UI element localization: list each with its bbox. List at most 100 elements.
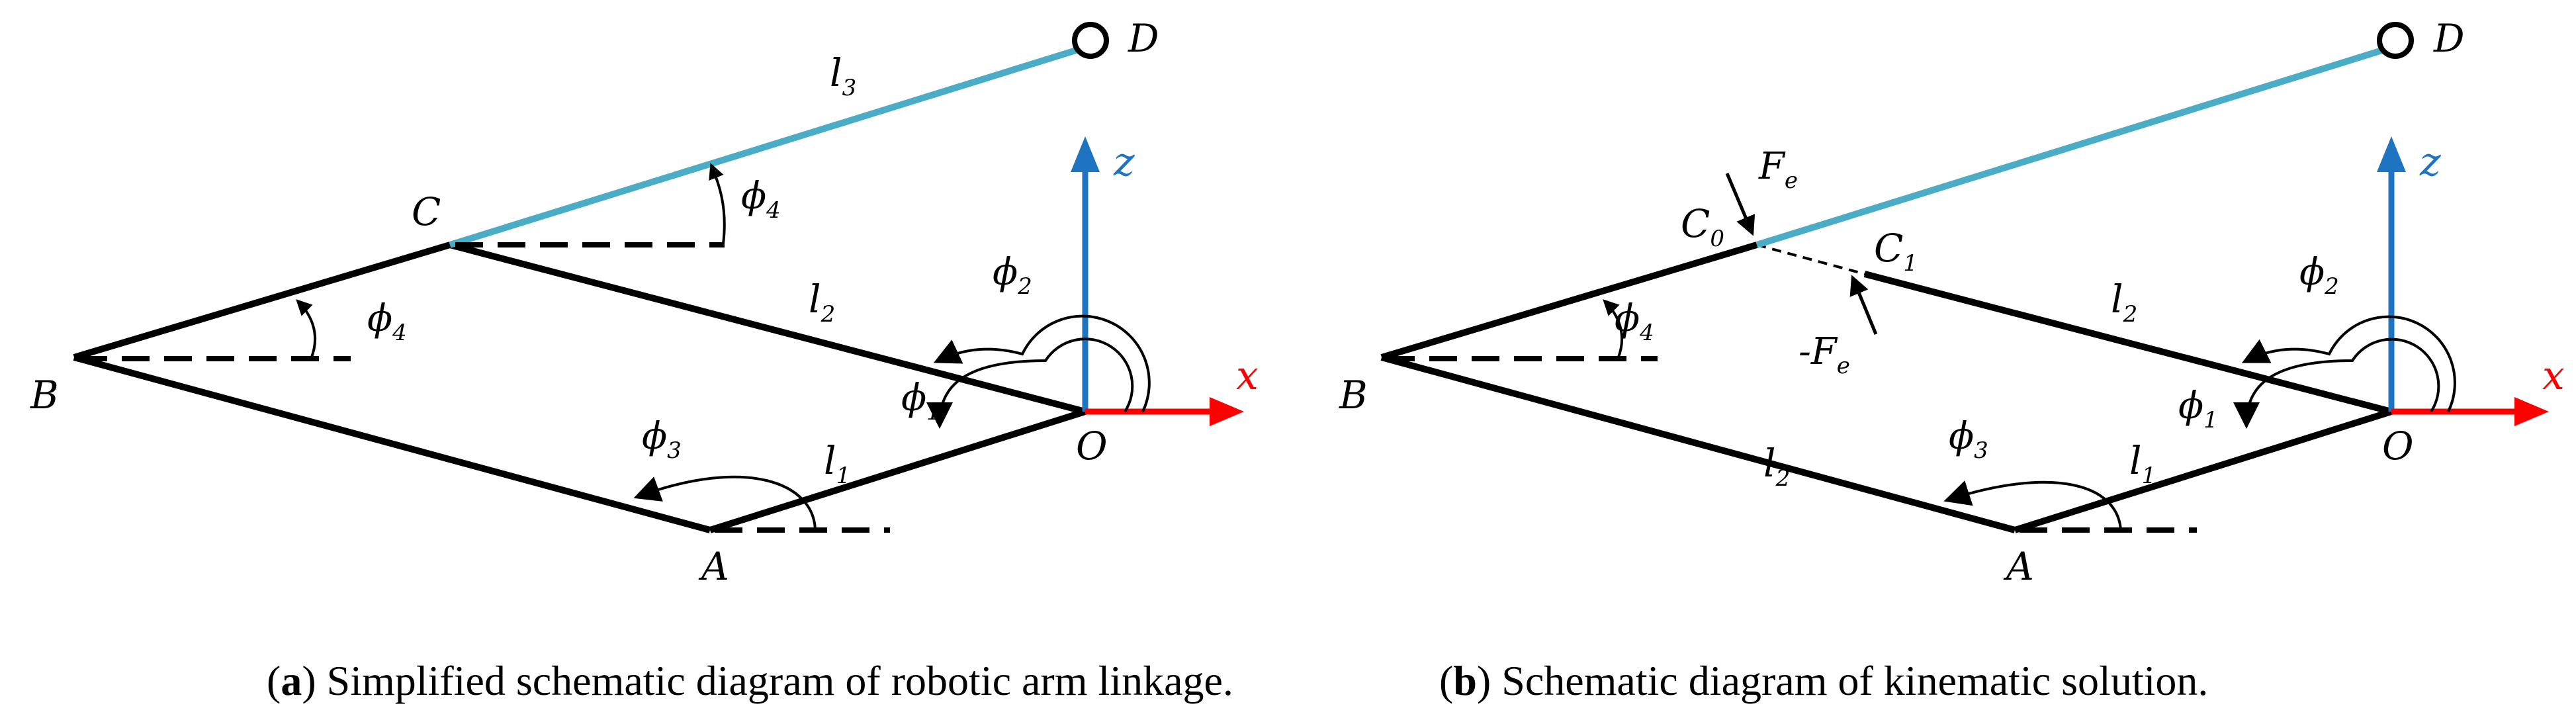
z-axis-arrowhead-b <box>2377 136 2406 172</box>
arc-phi3-b <box>1943 480 2122 531</box>
label-B-b: B <box>1339 373 1368 418</box>
caption-a-text: Simplified schematic diagram of robotic … <box>316 657 1233 704</box>
svg-text:-Fe: -Fe <box>1799 330 1850 379</box>
label-phi3-b-sub: 3 <box>1974 437 1988 464</box>
svg-text:B: B <box>30 373 59 418</box>
arc-phi4-C <box>709 163 726 244</box>
label-phi3-b: ϕ <box>1949 415 1974 458</box>
label-l2-b-lower: l <box>1763 441 1776 486</box>
label-phi4-B-sub: 4 <box>392 320 407 346</box>
svg-text:D: D <box>1128 16 1159 61</box>
caption-a-open: ( <box>267 657 281 704</box>
label-Fe: F <box>1758 145 1786 188</box>
link-l2 <box>449 242 1087 415</box>
svg-text:C: C <box>412 189 441 234</box>
caption-b-text: Schematic diagram of kinematic solution. <box>1491 657 2208 704</box>
arc-phi3 <box>633 475 817 531</box>
svg-text:z: z <box>1113 139 1135 185</box>
svg-text:z: z <box>2419 139 2441 185</box>
svg-text:ϕ4: ϕ4 <box>741 175 781 224</box>
link-B-A <box>73 354 711 533</box>
caption-b-close: ) <box>1477 657 1491 704</box>
label-phi2-sub: 2 <box>1017 273 1032 300</box>
link-C0-C1-dashed <box>1756 244 1865 275</box>
svg-text:x: x <box>1236 353 1259 399</box>
joint-D <box>1072 22 1109 59</box>
svg-text:l1: l1 <box>824 438 850 489</box>
svg-text:l3: l3 <box>830 50 856 101</box>
panel-b: D C0 C1 B A O l2 l2 l1 ϕ2 ϕ1 ϕ3 ϕ4 Fe -F… <box>1339 16 2565 704</box>
label-x-axis-b: x <box>2542 353 2565 399</box>
label-l1-sub: 1 <box>836 463 851 489</box>
svg-text:ϕ2: ϕ2 <box>2299 251 2339 300</box>
label-C0: C <box>1681 201 1710 246</box>
label-O: O <box>1076 424 1108 469</box>
label-phi3: ϕ <box>642 415 667 458</box>
label-A: A <box>698 544 729 589</box>
svg-text:C0: C0 <box>1681 201 1724 252</box>
svg-text:l1: l1 <box>2129 438 2156 489</box>
caption-b-open: ( <box>1439 657 1453 704</box>
label-l2-b-lower-sub: 2 <box>1775 465 1791 492</box>
label-l1-b-sub: 1 <box>2142 463 2156 489</box>
caption-a-letter: a <box>281 657 302 704</box>
svg-text:O: O <box>1076 424 1108 469</box>
svg-text:O: O <box>2382 424 2414 469</box>
svg-text:l2: l2 <box>2111 277 2137 328</box>
link-l1-b <box>2014 408 2393 533</box>
svg-text:C1: C1 <box>1874 226 1918 277</box>
label-z-axis-b: z <box>2419 139 2441 185</box>
svg-text:ϕ4: ϕ4 <box>1615 297 1654 346</box>
caption-b-letter: b <box>1453 657 1477 704</box>
label-l2-b-upper: l <box>2111 277 2123 322</box>
label-phi4-B: ϕ <box>367 297 392 340</box>
svg-text:ϕ4: ϕ4 <box>367 297 407 346</box>
svg-text:B: B <box>1339 373 1368 418</box>
x-axis-arrowhead-b <box>2514 397 2549 426</box>
label-A-b: A <box>2003 544 2034 589</box>
z-axis-arrowhead <box>1071 136 1100 172</box>
label-x-axis: x <box>1236 353 1259 399</box>
link-B-C0 <box>1380 242 1758 361</box>
link-l2-b <box>1863 271 2393 415</box>
arc-phi1-b <box>2233 337 2440 429</box>
svg-text:ϕ1: ϕ1 <box>901 377 941 426</box>
svg-text:ϕ3: ϕ3 <box>642 415 682 464</box>
svg-text:x: x <box>2542 353 2565 399</box>
link-l3 <box>449 45 1084 248</box>
svg-text:l2: l2 <box>1763 441 1790 492</box>
label-phi4-b-sub: 4 <box>1639 320 1654 346</box>
label-l1-b: l <box>2129 438 2142 483</box>
svg-text:D: D <box>2433 16 2465 61</box>
label-phi2-b-sub: 2 <box>2324 273 2339 300</box>
label-phi2: ϕ <box>993 251 1018 294</box>
label-l3: l <box>830 50 842 95</box>
force-neg-Fe-arrow <box>1849 275 1878 335</box>
label-phi3-sub: 3 <box>667 437 682 464</box>
label-l2: l <box>809 277 821 322</box>
label-Fe-sub: e <box>1785 167 1798 194</box>
svg-text:ϕ2: ϕ2 <box>993 251 1032 300</box>
label-phi4-C: ϕ <box>741 175 766 218</box>
label-phi1-b-sub: 1 <box>2203 407 2218 433</box>
label-C1: C <box>1874 226 1903 271</box>
arc-phi1 <box>926 337 1134 429</box>
label-D: D <box>1128 16 1159 61</box>
link-B-C <box>73 242 451 361</box>
label-C1-sub: 1 <box>1903 250 1918 277</box>
svg-text:ϕ3: ϕ3 <box>1949 415 1988 464</box>
svg-text:ϕ1: ϕ1 <box>2178 384 2218 433</box>
force-Fe-arrow <box>1725 173 1755 236</box>
arc-phi2-b <box>2241 315 2456 412</box>
label-l1: l <box>824 438 836 483</box>
label-phi1-b: ϕ <box>2178 384 2203 427</box>
label-phi1: ϕ <box>901 377 926 420</box>
label-phi4-b: ϕ <box>1615 297 1640 340</box>
svg-text:(a) Simplified schematic diagr: (a) Simplified schematic diagram of robo… <box>267 657 1233 704</box>
link-l3-b <box>1755 45 2390 248</box>
svg-text:l2: l2 <box>809 277 835 328</box>
label-O-b: O <box>2382 424 2414 469</box>
label-l2-b-upper-sub: 2 <box>2123 301 2138 328</box>
label-phi1-sub: 1 <box>926 399 941 426</box>
